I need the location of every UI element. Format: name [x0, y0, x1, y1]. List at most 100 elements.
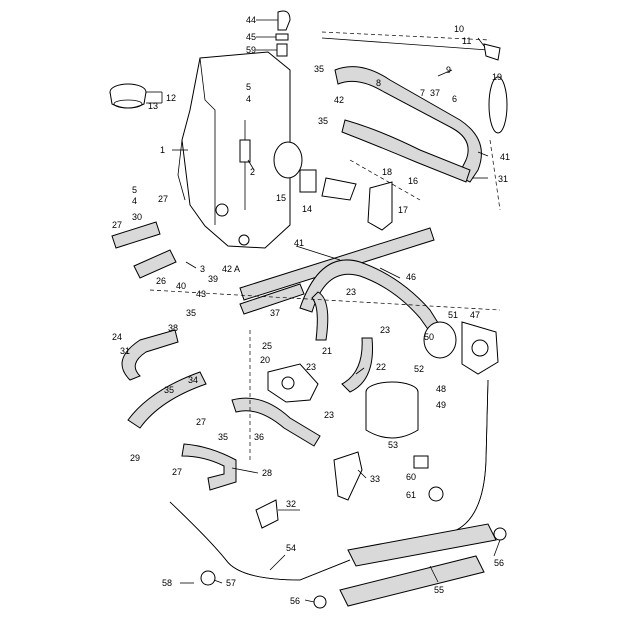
callout-49: 49	[436, 400, 446, 410]
callout-2: 2	[250, 167, 255, 177]
oil-cooler-pipe-55	[339, 523, 497, 607]
filler-cap	[109, 83, 147, 109]
callout-5a: 5	[246, 82, 251, 92]
callout-10: 10	[454, 24, 464, 34]
callout-17: 17	[398, 205, 408, 215]
callout-1: 1	[160, 145, 165, 155]
hose-26	[133, 249, 177, 279]
callout-21: 21	[322, 346, 332, 356]
callout-52: 52	[414, 364, 424, 374]
callout-40: 40	[176, 281, 186, 291]
oil-tank	[177, 51, 291, 249]
hose-31	[121, 329, 179, 381]
callout-12: 12	[166, 93, 176, 103]
callout-35b: 35	[318, 116, 328, 126]
callout-13: 13	[148, 101, 158, 111]
callout-35d: 35	[164, 385, 174, 395]
breather-fitting	[275, 10, 291, 57]
oil-filter	[365, 381, 419, 439]
callout-5b: 5	[132, 185, 137, 195]
callout-60: 60	[406, 472, 416, 482]
callout-34: 34	[188, 375, 198, 385]
callout-27a: 27	[112, 220, 122, 230]
callout-26: 26	[156, 276, 166, 286]
hose-22	[341, 337, 374, 393]
oil-line-54	[169, 379, 489, 581]
callout-30: 30	[132, 212, 142, 222]
callout-24: 24	[112, 332, 122, 342]
callout-33: 33	[370, 474, 380, 484]
callout-23a: 23	[346, 287, 356, 297]
callout-31b: 31	[498, 174, 508, 184]
callout-51: 51	[448, 310, 458, 320]
pump-assembly	[267, 363, 319, 403]
callout-3: 3	[200, 264, 205, 274]
clip-33	[333, 451, 363, 501]
callout-35c: 35	[186, 308, 196, 318]
callout-57: 57	[226, 578, 236, 588]
callout-46: 46	[406, 272, 416, 282]
callout-44: 44	[246, 15, 256, 25]
dipstick	[321, 37, 501, 61]
callout-42: 42	[334, 95, 344, 105]
callout-35a: 35	[314, 64, 324, 74]
callout-4b: 4	[132, 196, 137, 206]
callout-8: 8	[376, 78, 381, 88]
callout-32: 32	[286, 499, 296, 509]
callout-50: 50	[424, 332, 434, 342]
filter-console	[423, 321, 499, 375]
callout-38: 38	[168, 323, 178, 333]
callout-7: 7	[420, 88, 425, 98]
upper-return-hose	[334, 66, 508, 183]
callout-11: 11	[462, 36, 471, 46]
callout-20: 20	[260, 355, 270, 365]
callout-45: 45	[246, 32, 256, 42]
callout-27b: 27	[158, 194, 168, 204]
callout-22: 22	[376, 362, 386, 372]
hose-30	[111, 221, 161, 249]
clip-32	[255, 499, 279, 529]
callout-23c: 23	[306, 362, 316, 372]
callout-28: 28	[262, 468, 272, 478]
callout-15: 15	[276, 193, 286, 203]
bracket	[367, 181, 393, 231]
callout-35e: 35	[218, 432, 228, 442]
callout-29: 29	[130, 453, 140, 463]
callout-31a: 31	[120, 346, 130, 356]
callout-43: 43	[196, 289, 206, 299]
callout-37b: 37	[270, 308, 280, 318]
callout-61: 61	[406, 490, 416, 500]
reference-lines	[149, 31, 501, 460]
callout-55: 55	[434, 585, 444, 595]
callout-41b: 41	[500, 152, 510, 162]
leader-lines	[146, 19, 501, 603]
callout-27c: 27	[196, 417, 206, 427]
callout-25: 25	[262, 341, 272, 351]
hose-28	[181, 443, 237, 491]
callout-14: 14	[302, 204, 312, 214]
callout-18: 18	[382, 167, 392, 177]
callout-42a: 42 A	[222, 264, 240, 274]
callout-27d: 27	[172, 467, 182, 477]
callout-48: 48	[436, 384, 446, 394]
callout-58: 58	[162, 578, 172, 588]
callout-53: 53	[388, 440, 398, 450]
callout-36: 36	[254, 432, 264, 442]
callout-39: 39	[208, 274, 218, 284]
callout-47: 47	[470, 310, 480, 320]
callout-labels: 1 2 3 4 4 5 5 6 7 8 9 10 11 12 13 14 15 …	[112, 15, 510, 606]
callout-23d: 23	[324, 410, 334, 420]
callout-4a: 4	[246, 94, 251, 104]
hose-21	[311, 291, 329, 341]
callout-56b: 56	[290, 596, 300, 606]
callout-59: 59	[246, 45, 256, 55]
callout-54: 54	[286, 543, 296, 553]
callout-41a: 41	[294, 238, 304, 248]
hose-36	[231, 397, 321, 447]
clip-60-61	[413, 455, 444, 502]
callout-23b: 23	[380, 325, 390, 335]
hose-29	[127, 371, 207, 429]
callout-37a: 37	[430, 88, 440, 98]
callout-6: 6	[452, 94, 457, 104]
